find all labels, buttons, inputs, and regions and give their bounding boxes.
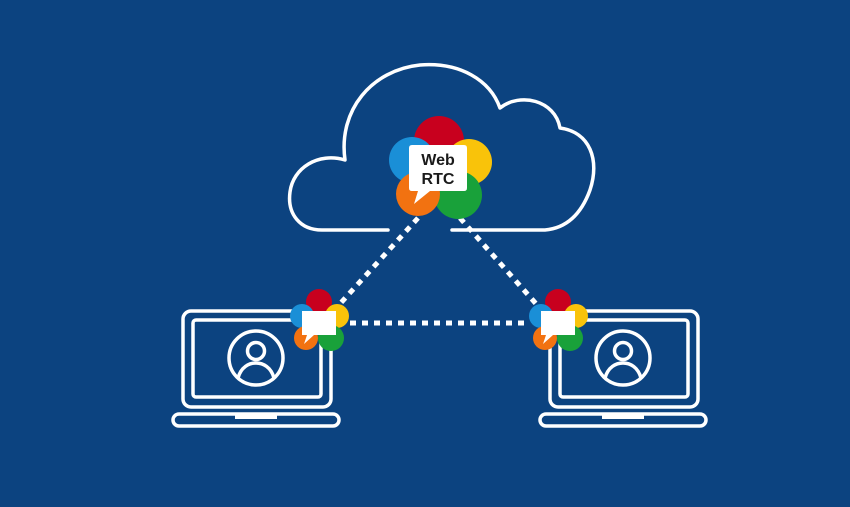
webrtc-logo-left: [290, 289, 349, 351]
connection-lines: [336, 216, 540, 326]
webrtc-logo-right: [529, 289, 588, 351]
user-avatar-icon: [594, 329, 652, 387]
user-avatar-icon: [227, 329, 285, 387]
laptop-right-screen: [558, 318, 690, 399]
cloud-shape: [287, 62, 596, 232]
webrtc-label-web: Web: [421, 152, 455, 169]
edge-cloud-to-right: [458, 216, 540, 308]
laptop-right: [538, 309, 708, 428]
webrtc-label-rtc: RTC: [422, 171, 455, 188]
webrtc-logo-large: Web RTC: [389, 116, 492, 219]
laptop-right-lid: [548, 309, 700, 409]
laptop-left-screen: [191, 318, 323, 399]
edge-cloud-to-left: [336, 216, 420, 308]
laptop-left: [171, 309, 341, 428]
laptop-left-lid: [181, 309, 333, 409]
